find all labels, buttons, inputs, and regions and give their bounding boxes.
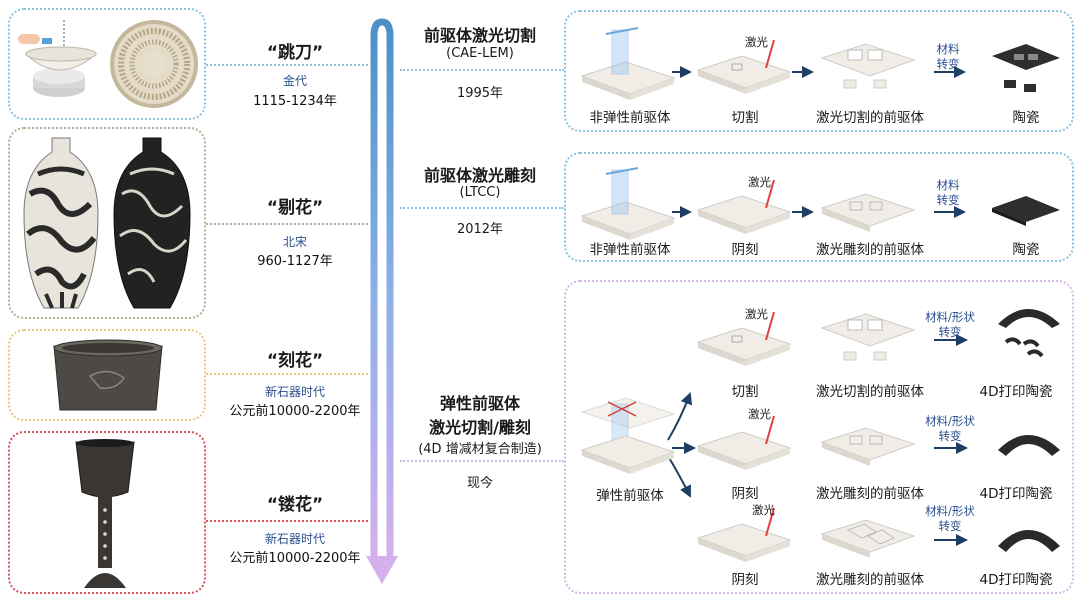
technique-years-carved-flower: 960-1127年 (257, 254, 333, 269)
row2-engrave-illustration (696, 179, 792, 234)
technique-name-incised-flower: “刻花” (266, 351, 324, 371)
method-sub-elastic: (4D 增减材复合制造) (418, 442, 542, 457)
row3-b1-transform-line1: 材料/形状 (925, 310, 975, 324)
row1-precursor-illustration (580, 27, 676, 100)
row2-laser-label: 激光 (748, 175, 771, 189)
connector-openwork (206, 520, 368, 522)
jump-knife-image-box (8, 8, 206, 120)
row3-b3-label-4d-ceramic: 4D打印陶瓷 (979, 572, 1053, 588)
row2-engraved-precursor-illustration (820, 193, 916, 232)
row3-label-elastic-precursor: 弹性前驱体 (596, 488, 664, 504)
row2-transform-line2: 转变 (936, 193, 960, 207)
white-vase-illustration (23, 137, 99, 309)
row3-b1-4d-ceramic-illustration (998, 309, 1060, 358)
row3-b1-transform-line2: 转变 (938, 325, 962, 339)
method-title-laser-engraving: 前驱体激光雕刻 (423, 166, 536, 185)
method-sub-laser-cutting: (CAE-LEM) (446, 46, 514, 61)
method-year-laser-engraving: 2012年 (456, 222, 504, 237)
row3-b3-laser-label: 激光 (752, 503, 775, 517)
method-title-laser-cutting: 前驱体激光切割 (423, 26, 536, 45)
carved-flower-image-box (8, 127, 206, 319)
row3-b1-cut-precursor-illustration (820, 313, 916, 361)
row3-b1-label-cut-precursor: 激光切割的前驱体 (816, 384, 924, 400)
row3-b2-label-4d-ceramic: 4D打印陶瓷 (979, 486, 1053, 502)
row2-label-precursor: 非弹性前驱体 (589, 242, 671, 258)
4d-process-box (564, 280, 1074, 594)
row3-b1-laser-label: 激光 (745, 307, 768, 321)
row3-b1-cut-illustration (696, 311, 792, 366)
row2-precursor-illustration (580, 167, 676, 240)
row2-label-engrave: 阴刻 (731, 242, 759, 258)
laser-engraving-process-box (564, 152, 1074, 262)
row3-b2-transform-line1: 材料/形状 (925, 414, 975, 428)
row1-transform-line2: 转变 (936, 57, 960, 71)
black-vase-illustration (113, 137, 191, 309)
row3-b3-engrave-illustration (696, 507, 792, 562)
row3-b1-label-cut: 切割 (731, 384, 759, 400)
row3-b3-label-engraved-precursor: 激光雕刻的前驱体 (816, 572, 924, 588)
method-year-laser-cutting: 1995年 (456, 86, 504, 101)
row3-b2-label-engraved-precursor: 激光雕刻的前驱体 (816, 486, 924, 502)
row1-label-cut-precursor: 激光切割的前驱体 (816, 110, 924, 126)
laser-cutting-process-box (564, 10, 1074, 132)
technique-years-jump-knife: 1115-1234年 (253, 94, 337, 109)
row1-cut-precursor-illustration (820, 43, 916, 89)
connector-jump-knife (206, 64, 368, 66)
row3-b3-engraved-precursor-illustration (820, 519, 916, 558)
technique-era-jump-knife: 金代 (282, 74, 307, 88)
row3-b3-4d-ceramic-illustration (998, 530, 1060, 552)
technique-era-carved-flower: 北宋 (282, 235, 307, 249)
row3-b3-label-engrave: 阴刻 (731, 572, 759, 588)
row1-label-cut: 切割 (731, 110, 759, 126)
row3-b1-label-4d-ceramic: 4D打印陶瓷 (979, 384, 1053, 400)
technique-name-carved-flower: “剔花” (266, 198, 324, 218)
connector-elastic (400, 460, 564, 462)
row2-label-engraved-precursor: 激光雕刻的前驱体 (816, 242, 924, 258)
row2-transform-line1: 材料 (936, 178, 960, 192)
row3-b2-4d-ceramic-illustration (998, 435, 1060, 456)
method-title-elastic-line2: 激光切割/雕刻 (429, 418, 531, 437)
technique-years-incised-flower: 公元前10000-2200年 (229, 404, 361, 419)
row1-label-precursor: 非弹性前驱体 (589, 110, 671, 126)
connector-laser-cutting (400, 69, 564, 71)
connector-laser-engraving (400, 207, 564, 209)
openwork-image-box (8, 431, 206, 594)
carved-bowl-illustration (110, 20, 198, 108)
row1-laser-label: 激光 (745, 35, 768, 49)
technique-name-jump-knife: “跳刀” (266, 43, 324, 63)
row1-ceramic-illustration (992, 44, 1060, 92)
technique-era-incised-flower: 新石器时代 (264, 385, 325, 399)
row3-b2-transform-line2: 转变 (938, 429, 962, 443)
row3-elastic-precursor-illustration (580, 397, 676, 474)
stone-trough-illustration (53, 339, 163, 411)
row3-b3-transform-line1: 材料/形状 (925, 504, 975, 518)
technique-years-openwork: 公元前10000-2200年 (229, 551, 361, 566)
row3-b2-laser-label: 激光 (748, 407, 771, 421)
method-title-elastic-line1: 弹性前驱体 (439, 394, 520, 413)
row3-b2-label-engrave: 阴刻 (731, 486, 759, 502)
openwork-cup-illustration (75, 439, 135, 588)
row3-b2-engraved-precursor-illustration (820, 427, 916, 466)
technique-era-openwork: 新石器时代 (264, 532, 325, 546)
row2-label-ceramic: 陶瓷 (1012, 242, 1040, 258)
row2-ceramic-illustration (992, 196, 1060, 226)
connector-carved-flower (206, 223, 368, 225)
row3-b2-engrave-illustration (696, 415, 792, 470)
method-sub-laser-engraving: (LTCC) (459, 185, 501, 200)
row1-label-ceramic: 陶瓷 (1012, 110, 1040, 126)
potter-wheel-illustration (18, 20, 98, 97)
incised-flower-image-box (8, 329, 206, 421)
method-year-elastic: 现今 (466, 476, 493, 491)
timeline-arrow (366, 18, 398, 584)
row1-cut-illustration (696, 39, 792, 94)
row3-b3-transform-line2: 转变 (938, 519, 962, 533)
technique-name-openwork: “镂花” (266, 495, 324, 515)
row1-transform-line1: 材料 (936, 42, 960, 56)
connector-incised-flower (206, 373, 368, 375)
